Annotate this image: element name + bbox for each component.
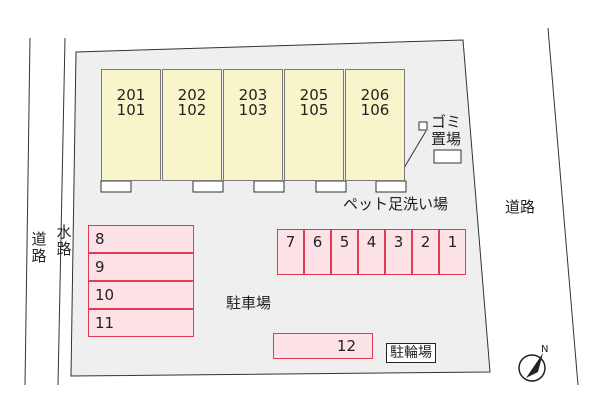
unit-lower-number: 102 xyxy=(177,101,207,119)
parking-stall: 8 xyxy=(88,225,194,253)
unit-lower-number: 105 xyxy=(299,101,329,119)
entrance-step xyxy=(253,180,285,193)
road-edge-line xyxy=(547,27,579,386)
unit-upper-number: 206 xyxy=(360,86,390,104)
garbage-bin-icon xyxy=(433,149,462,164)
parking-stall: 3 xyxy=(385,229,412,275)
garbage-station-label-1: ゴミ xyxy=(431,113,462,131)
parking-stall: 5 xyxy=(331,229,358,275)
unit-lower-number: 101 xyxy=(116,101,146,119)
road-right-label: 道路 xyxy=(505,198,536,216)
entrance-step xyxy=(192,180,224,193)
entrance-step xyxy=(315,180,347,193)
bicycle-parking-label: 駐輪場 xyxy=(386,343,436,363)
unit-upper-number: 201 xyxy=(116,86,146,104)
parking-stall: 4 xyxy=(358,229,385,275)
parking-lot-label: 駐車場 xyxy=(226,294,272,312)
parking-stall: 11 xyxy=(88,309,194,337)
road-edge-line xyxy=(57,37,66,386)
unit-lower-number: 103 xyxy=(238,101,268,119)
unit-upper-number: 205 xyxy=(299,86,329,104)
entrance-step xyxy=(100,180,132,193)
parking-stall: 6 xyxy=(304,229,331,275)
road-edge-line xyxy=(24,37,31,386)
unit-upper-number: 202 xyxy=(177,86,207,104)
parking-stall: 10 xyxy=(88,281,194,309)
garbage-station-label-2: 置場 xyxy=(431,130,462,148)
garbage-marker-icon xyxy=(418,121,428,131)
parking-stall: 7 xyxy=(277,229,304,275)
unit-lower-number: 106 xyxy=(360,101,390,119)
parking-stall: 2 xyxy=(412,229,439,275)
pet-footwash-label: ペット足洗い場 xyxy=(343,195,449,213)
compass-icon: N xyxy=(518,344,548,382)
parking-stall: 12 xyxy=(273,333,373,359)
entrance-step xyxy=(375,180,407,193)
waterway-label: 水路 xyxy=(56,223,72,258)
parking-stall: 1 xyxy=(439,229,466,275)
unit-upper-number: 203 xyxy=(238,86,268,104)
road-left-label: 道路 xyxy=(31,230,47,265)
parking-stall: 9 xyxy=(88,253,194,281)
svg-text:N: N xyxy=(541,344,548,355)
